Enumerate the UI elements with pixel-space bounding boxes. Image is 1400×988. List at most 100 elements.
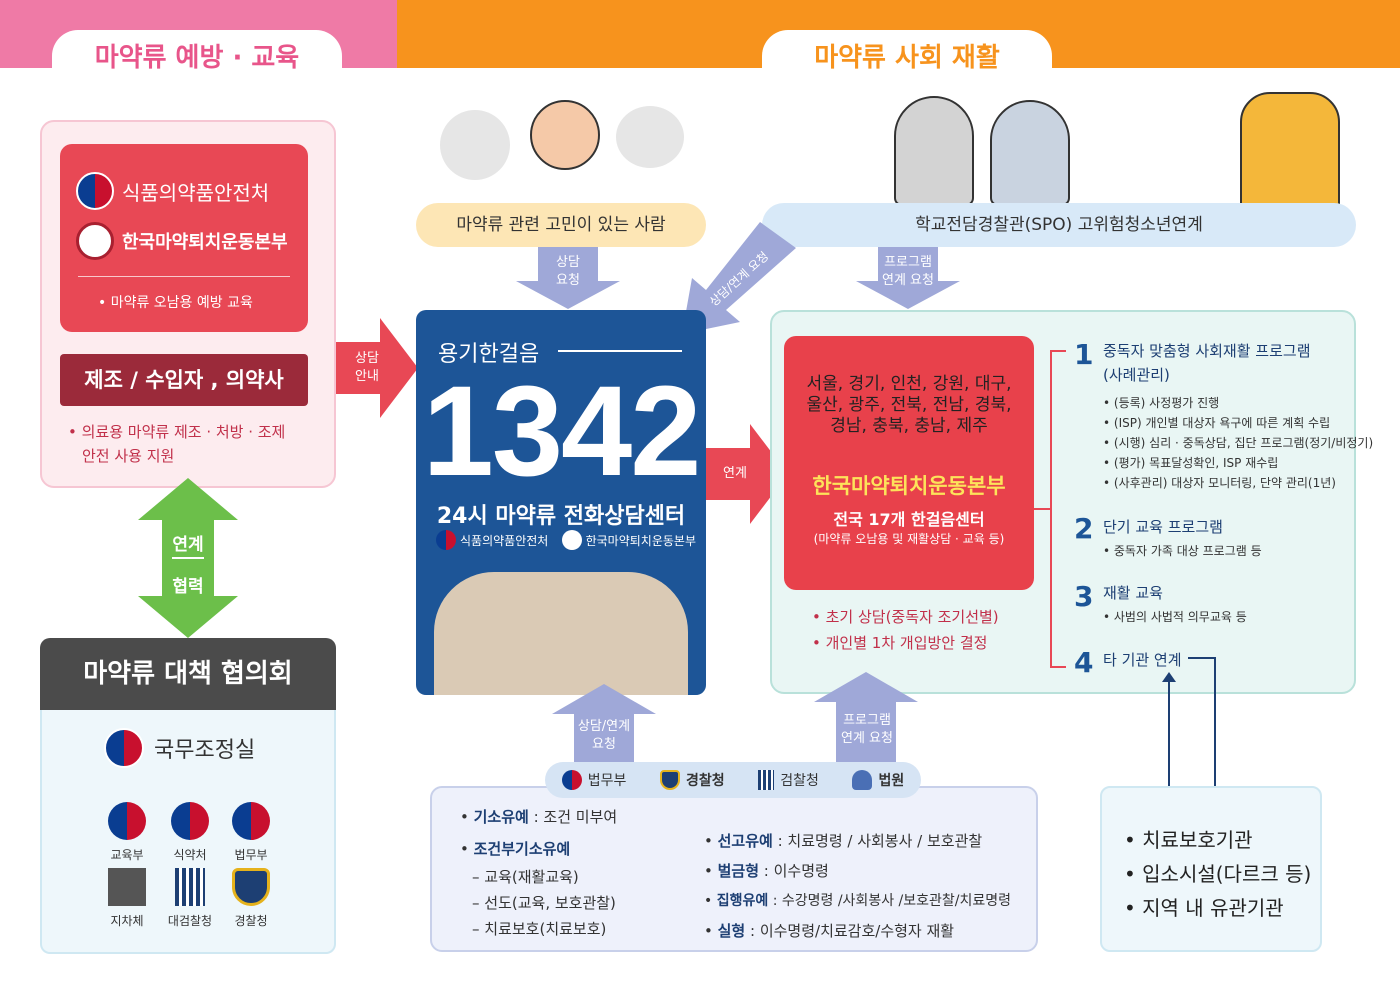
student-illustration [990, 100, 1070, 206]
legal-subitem: – 치료보호(치료보호) [472, 920, 607, 938]
bracket-connector [1034, 508, 1052, 510]
city-list: 서울, 경기, 인천, 강원, 대구, 울산, 광주, 전북, 전남, 경북, … [806, 374, 1012, 436]
syringe-bubble-icon [440, 110, 510, 180]
initial-consult-list: • 초기 상담(중독자 조기선별) • 개인별 1차 개입방안 결정 [812, 608, 999, 652]
program-1-items: • (등록) 사정평가 진행 • (ISP) 개인별 대상자 욕구에 따른 계획… [1103, 396, 1374, 490]
consult-arrow-label: 상담 요청 [556, 255, 580, 288]
legal-item: • 조건부기소유예 [460, 840, 571, 858]
org-moj: 법무부 [561, 770, 626, 790]
divider [78, 276, 290, 277]
government-emblem-icon [108, 802, 146, 840]
org-prosecution: 대검찰청 [155, 868, 225, 929]
hotline-number[interactable]: 1342 [422, 360, 702, 503]
manufacturer-desc: • 의료용 마약류 제조 · 처방 · 조제 안전 사용 지원 [68, 423, 286, 465]
program-3-items: • 사범의 사법적 의무교육 등 [1103, 610, 1247, 624]
cooperation-label: 협력 [172, 577, 204, 597]
bottom-program-arrow-label: 프로그램 연계 요청 [841, 713, 893, 746]
facilities-box: • 치료보호기관 • 입소시설(다르크 등) • 지역 내 유관기관 [1100, 786, 1322, 952]
facility-item: • 치료보호기관 [1124, 828, 1253, 852]
arrow-up-icon [1162, 672, 1176, 682]
police-officer-illustration [1240, 92, 1340, 212]
korea-map-icon [108, 868, 146, 906]
org-mfds: 식품의약품안전처 [76, 172, 269, 210]
government-emblem-icon [561, 770, 582, 790]
government-emblem-icon [436, 530, 456, 550]
regional-centers-box: 서울, 경기, 인천, 강원, 대구, 울산, 광주, 전북, 전남, 경북, … [784, 336, 1034, 590]
prevention-bullet: • 마약류 오남용 예방 교육 [98, 295, 253, 311]
program-4-title: 타 기관 연계 [1103, 651, 1182, 669]
facility-item: • 지역 내 유관기관 [1124, 896, 1284, 920]
guide-arrow-label: 상담 안내 [355, 351, 379, 384]
program-2-number: 2 [1074, 512, 1094, 545]
hotline-subtitle: 24시 마약류 전화상담센터 [436, 504, 686, 529]
hotline-1342-box[interactable]: 용기한걸음 1342 24시 마약류 전화상담센터 식품의약품안전처 한국마약퇴… [416, 310, 706, 695]
legal-subitem: – 교육(재활교육) [472, 868, 579, 886]
divider [558, 350, 682, 352]
program-bracket [1050, 350, 1066, 668]
prevention-org-box: 식품의약품안전처 한국마약퇴치운동본부 • 마약류 오남용 예방 교육 [60, 144, 308, 332]
government-emblem-icon [232, 802, 270, 840]
government-emblem-icon [171, 802, 209, 840]
council-body: 국무조정실 교육부 식약처 법무부 지차체 대검찰청 경찰청 [40, 710, 336, 954]
centers-desc: (마약류 오남용 및 재활상담 · 교육 등) [813, 532, 1005, 546]
program-1-number: 1 [1074, 338, 1094, 371]
link-label: 연계 [172, 535, 204, 555]
hotline-logos: 식품의약품안전처 한국마약퇴치운동본부 [436, 530, 696, 550]
council-title: 마약류 대책 협의회 [40, 638, 336, 710]
legal-item: • 집행유예 : 수강명령 /사회봉사 /보호관찰/치료명령 [704, 893, 1011, 909]
person-worried-illustration [530, 100, 600, 170]
kdaf-seal-icon [76, 222, 114, 260]
org-prosecution: 검찰청 [758, 770, 819, 790]
prevention-section-title: 마약류 예방 · 교육 [52, 30, 342, 90]
legal-item: • 실형 : 이수명령/치료감호/수형자 재활 [704, 922, 955, 940]
program-arrow-label: 프로그램 연계 요청 [882, 255, 934, 288]
link-cooperation-arrow [138, 478, 238, 638]
legal-item: • 벌금형 : 이수명령 [704, 862, 829, 880]
pills-bubble-icon [616, 106, 684, 168]
program-2-items: • 중독자 가족 대상 프로그램 등 [1103, 544, 1262, 558]
police-badge-icon [660, 770, 680, 790]
government-emblem-icon [76, 172, 114, 210]
legal-measures-box: • 기소유예 : 조건 미부여 • 조건부기소유예 – 교육(재활교육) – 선… [430, 786, 1038, 952]
consult-link-arrow [682, 222, 796, 334]
org-police: 경찰청 [660, 770, 725, 790]
bottom-consult-arrow-label: 상담/연계 요청 [577, 719, 631, 752]
org-court: 법원 [852, 770, 904, 790]
government-emblem-icon [104, 728, 144, 768]
court-icon [852, 770, 873, 790]
program-1-subtitle: (사례관리) [1103, 366, 1170, 384]
connector-line [1168, 682, 1170, 804]
guide-arrow [336, 318, 418, 418]
org-kdaf: 한국마약퇴치운동본부 [76, 222, 288, 260]
legal-orgs-pill: 법무부 경찰청 검찰청 법원 [545, 762, 921, 798]
police-badge-icon [232, 868, 270, 906]
rehab-section-title: 마약류 사회 재활 [762, 30, 1052, 90]
prosecution-icon [175, 868, 205, 906]
org-local-gov: 지차체 [92, 868, 162, 929]
spo-bubble: 학교전담경찰관(SPO) 고위험청소년연계 [762, 203, 1356, 247]
courage-label: 용기한걸음 [438, 342, 540, 367]
org-moe: 교육부 [92, 802, 162, 863]
connect-arrow [706, 424, 788, 524]
program-arrow [856, 247, 960, 309]
facility-item: • 입소시설(다르크 등) [1124, 862, 1312, 886]
consult-arrow [516, 247, 620, 309]
legal-item: • 선고유예 : 치료명령 / 사회봉사 / 보호관찰 [704, 832, 983, 850]
org-mfds: 식약처 [155, 802, 225, 863]
bottom-consult-arrow [552, 684, 656, 762]
manufacturer-title: 제조 / 수입자 , 의약사 [60, 354, 308, 406]
program-2-title: 단기 교육 프로그램 [1103, 518, 1223, 536]
legal-subitem: – 선도(교육, 보호관찰) [472, 894, 616, 912]
org-police: 경찰청 [216, 868, 286, 929]
prosecution-icon [758, 770, 775, 790]
bottom-program-arrow [814, 672, 918, 762]
connector-line [1188, 657, 1216, 659]
kdaf-seal-icon [561, 530, 582, 550]
person-bubble: 마약류 관련 고민이 있는 사람 [416, 203, 706, 247]
program-4-number: 4 [1074, 646, 1094, 679]
centers-count: 전국 17개 한걸음센터 [833, 510, 985, 529]
org-moj: 법무부 [216, 802, 286, 863]
connector-line [1214, 657, 1216, 797]
student-illustration [894, 96, 974, 206]
council-head: 국무조정실 [104, 728, 255, 768]
